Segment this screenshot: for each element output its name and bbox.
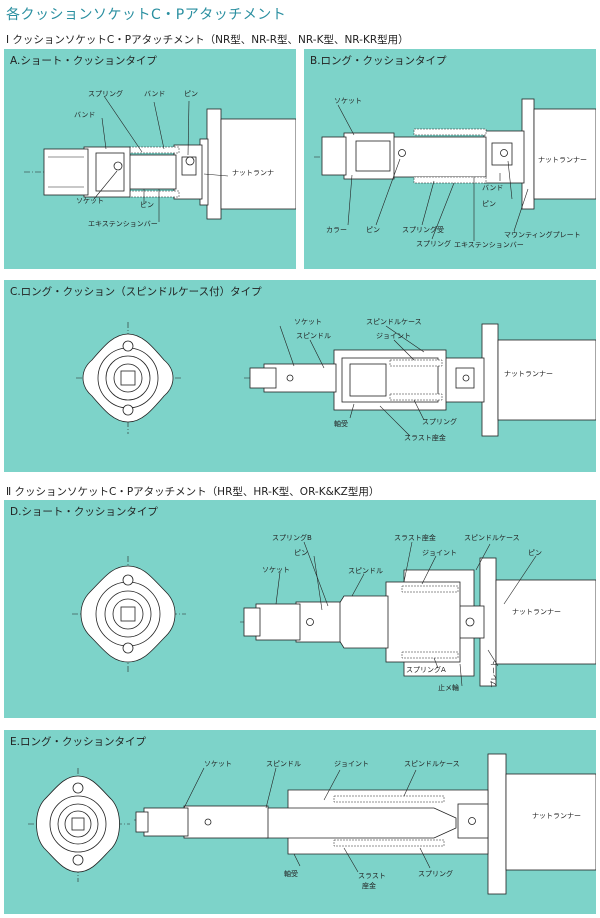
panel-c: C.ロング・クッション（スピンドルケース付）タイプ [4,280,596,472]
label-pin-top: ピン [184,90,198,98]
label-spring-seat: スプリング受 [402,225,444,234]
label-spring: スプリング [422,417,457,426]
section-1-heading: Ⅰ クッションソケットC・Pアタッチメント（NR型、NR-R型、NR-K型、NR… [6,34,409,46]
label-pin-bottom: ピン [366,226,380,234]
label-joint: ジョイント [376,332,411,340]
label-nutrunner: ナットランナー [504,370,553,378]
label-spring: スプリング [88,89,123,98]
label-spindle-case: スピンドルケース [366,318,422,326]
label-socket: ソケット [334,97,362,105]
label-extension: エキステンションバー [454,241,524,249]
label-extension: エキステンションバー [88,220,158,228]
label-thrust: スラスト座金 [394,533,436,542]
section-2-heading: Ⅱ クッションソケットC・Pアタッチメント（HR型、HR-K型、OR-K&KZ型… [6,486,380,498]
label-spindle: スピンドル [266,760,301,768]
label-socket: ソケット [204,760,232,768]
label-pin-bottom: ピン [140,201,154,209]
label-stop-ring: 止メ輪 [438,683,459,692]
label-bearing: 軸受 [284,869,298,878]
label-nutrunner: ナットランナー [532,812,581,820]
label-band-top: バンド [144,90,165,98]
page-title: 各クッションソケットC・Pアタッチメント [6,7,287,23]
label-spindle: スピンドル [348,567,383,575]
label-nutrunner: ナットランナ [232,169,274,177]
panel-d-title: D.ショート・クッションタイプ [10,506,158,518]
label-spring: スプリング [416,239,451,248]
panel-d: D.ショート・クッションタイプ [4,500,596,718]
panel-d-flange-front [72,556,186,672]
label-pin-top: ピン [294,549,308,557]
label-bearing: 軸受 [334,419,348,428]
label-spring-b: スプリングB [272,533,312,542]
panel-a: A.ショート・クッションタイプ スプリング バンド ピン バンド ナットランナ … [4,49,296,269]
panel-a-title: A.ショート・クッションタイプ [10,55,157,67]
label-plate: プレート [490,660,498,688]
panel-e-flange-front [28,768,130,882]
label-mounting-plate: マウンティングプレート [504,230,581,239]
label-band-left: バンド [74,111,95,119]
label-spring-a: スプリングA [406,665,446,674]
label-spindle: スピンドル [296,332,331,340]
panel-b: B.ロング・クッションタイプ ソケット ナットランナー バンド ピン カラー ピ… [304,49,596,269]
label-spring: スプリング [418,869,453,878]
panel-b-drawing: ソケット ナットランナー バンド ピン カラー ピン スプリング受 スプリング … [314,97,596,249]
label-spindle-case: スピンドルケース [464,534,520,542]
label-thrust-1: スラスト [358,872,386,880]
label-pin-right: ピン [482,200,496,208]
panel-e-drawing: ソケット スピンドル ジョイント スピンドルケース ナットランナー 軸受 スラス… [28,753,596,895]
label-band: バンド [482,184,503,192]
label-collar: カラー [326,226,347,234]
label-nutrunner: ナットランナー [538,156,587,164]
label-joint: ジョイント [334,760,369,768]
label-pin-right: ピン [528,549,542,557]
label-joint: ジョイント [422,549,457,557]
label-socket: ソケット [262,566,290,574]
panel-b-title: B.ロング・クッションタイプ [310,55,447,67]
label-spindle-case: スピンドルケース [404,760,460,768]
panel-d-drawing: スプリングB ピン ソケット スピンドル スラスト座金 ジョイント スピンドルケ… [72,533,596,692]
panel-e: E.ロング・クッションタイプ ソケット [4,730,596,914]
label-thrust: スラスト座金 [404,433,446,442]
label-nutrunner: ナットランナー [512,608,561,616]
panel-a-drawing: スプリング バンド ピン バンド ナットランナ ソケット ピン エキステンション… [24,89,296,228]
panel-c-flange-front [76,322,182,434]
panel-e-title: E.ロング・クッションタイプ [10,736,146,748]
label-thrust-2: 座金 [362,881,376,890]
label-socket: ソケット [76,197,104,205]
label-socket: ソケット [294,318,322,326]
panel-c-title: C.ロング・クッション（スピンドルケース付）タイプ [10,286,262,298]
panel-c-drawing: ソケット スピンドルケース スピンドル ジョイント ナットランナー 軸受 スプリ… [76,318,596,442]
